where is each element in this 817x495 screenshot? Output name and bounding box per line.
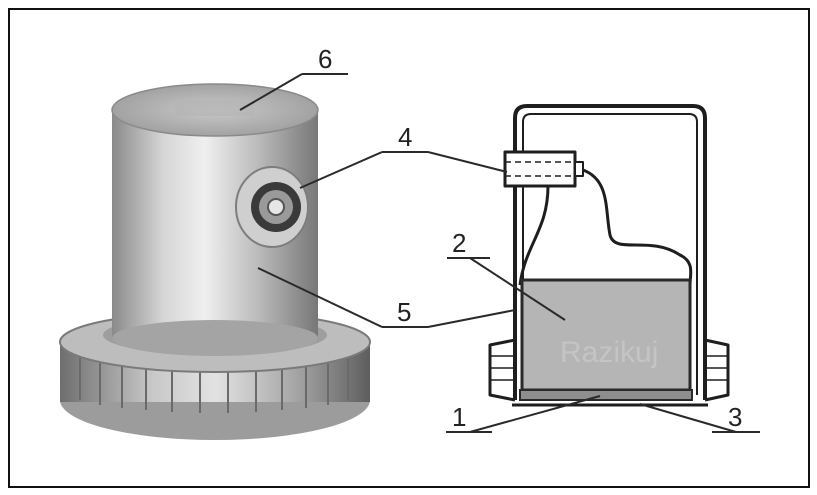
transducer-photo xyxy=(59,83,371,440)
leader-3 xyxy=(639,403,737,433)
connector-block xyxy=(503,150,577,188)
lead-wire-left xyxy=(518,185,550,286)
leader-1 xyxy=(469,395,601,433)
thread-flange-left xyxy=(488,338,516,402)
callout-4: 4 xyxy=(398,122,412,152)
callout-2: 2 xyxy=(452,228,466,258)
leader-4a xyxy=(299,151,383,189)
leader-5a xyxy=(257,267,383,328)
cross-section-drawing xyxy=(488,104,730,402)
connector-pin xyxy=(267,198,285,216)
callout-5: 5 xyxy=(397,297,411,327)
thread-lines xyxy=(490,355,728,381)
leader-5b xyxy=(427,309,516,328)
callout-6: 6 xyxy=(318,44,332,74)
housing-outline xyxy=(513,104,707,400)
connector-tab xyxy=(574,161,584,177)
leader-lines xyxy=(239,73,760,433)
callout-1: 1 xyxy=(452,402,466,432)
housing-bottom-edge xyxy=(112,320,318,356)
thread-flange-right xyxy=(704,338,730,402)
protector-plate xyxy=(519,389,693,401)
leader-6 xyxy=(239,73,303,111)
watermark-text: Razikuj xyxy=(560,336,658,369)
outer-border xyxy=(8,8,810,488)
piezo-element xyxy=(520,278,692,392)
leader-2 xyxy=(469,257,566,321)
leader-4b xyxy=(427,151,508,173)
callout-3: 3 xyxy=(728,402,742,432)
housing-inner-wall xyxy=(522,113,698,395)
top-label-plate xyxy=(175,100,255,116)
lead-wire-right xyxy=(582,168,693,286)
